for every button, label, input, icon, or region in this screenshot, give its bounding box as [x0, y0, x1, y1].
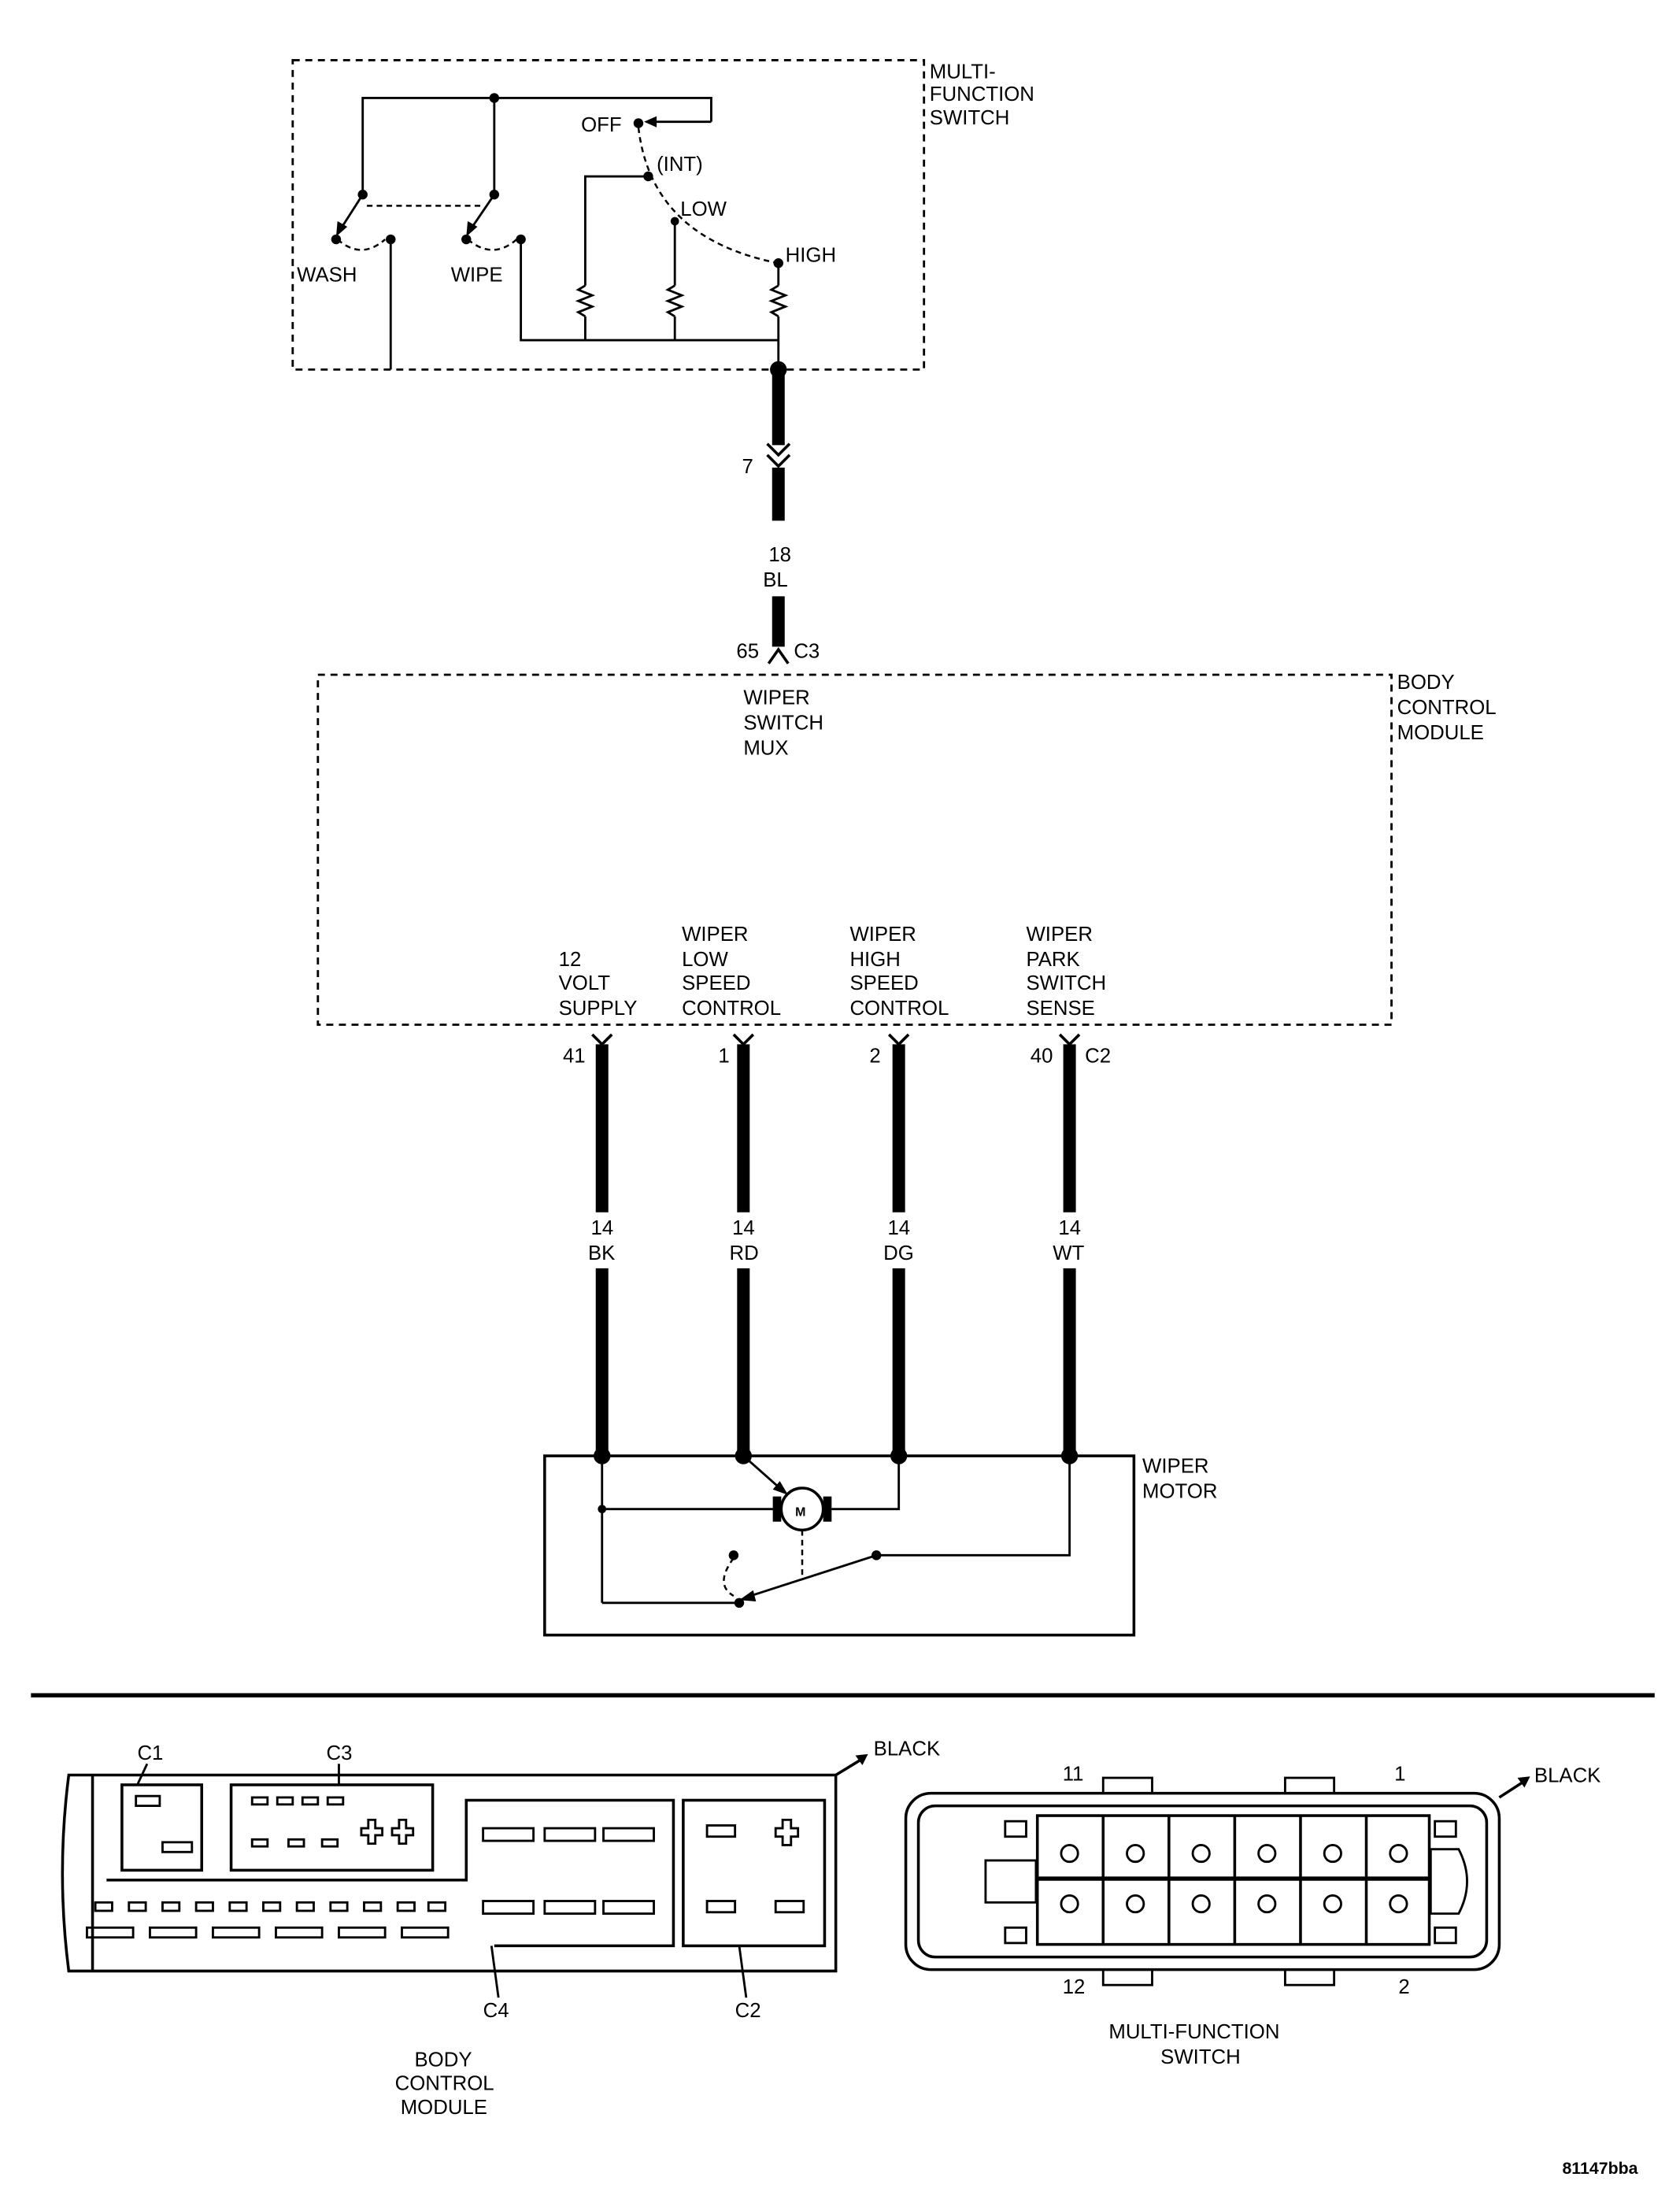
circuit-2-label-line-1: WIPER — [682, 924, 748, 946]
mfs-connector-color: BLACK — [1534, 1764, 1601, 1786]
mux-line-1: WIPER — [743, 687, 809, 709]
wire-2-pin: 1 — [718, 1045, 729, 1067]
circuit-3-label-line-3: SPEED — [849, 972, 918, 994]
wire-3-pin: 2 — [869, 1045, 880, 1067]
bcm-title-line-2: CONTROL — [1397, 697, 1497, 719]
circuit-3-label-line-2: HIGH — [849, 949, 900, 971]
switch-title-line-3: SWITCH — [930, 107, 1010, 129]
wire-4-pin: 40 — [1031, 1045, 1053, 1067]
mfs-name-line-2: SWITCH — [1160, 2046, 1241, 2068]
bcm-name-line-2: CONTROL — [395, 2073, 494, 2095]
main-wire-connector: C3 — [794, 641, 820, 663]
wire-4-gauge: 14 — [1058, 1217, 1081, 1239]
bcm-connector-housing — [61, 1773, 838, 1973]
connector-c2 — [682, 1798, 827, 1948]
wire-2-gauge: 14 — [732, 1217, 755, 1239]
circuit-1-label-line-1: 12 — [559, 949, 582, 971]
circuit-2-label-line-2: LOW — [682, 949, 728, 971]
figure-id: 81147bba — [1562, 2159, 1637, 2178]
position-off-label: OFF — [581, 114, 622, 136]
circuit-4-label-line-4: SENSE — [1026, 998, 1094, 1020]
motor-title-line-1: WIPER — [1142, 1455, 1208, 1477]
circuit-1-label-line-2: VOLT — [559, 972, 611, 994]
splice-label: 7 — [742, 456, 753, 478]
connector-c4-label: C4 — [483, 2000, 509, 2022]
position-high-label: HIGH — [786, 244, 836, 266]
connector-c4 — [106, 1798, 675, 1948]
wire-4-connector: C2 — [1085, 1045, 1111, 1067]
wipe-label: WIPE — [451, 264, 503, 286]
resistor-int — [575, 284, 596, 318]
motor-symbol-letter: M — [795, 1506, 805, 1520]
multi-function-switch: MULTI- FUNCTION SWITCH OFF (INT) LOW HIG… — [291, 59, 1034, 371]
wire-2-color: RD — [730, 1242, 759, 1264]
circuit-2-label-line-4: CONTROL — [682, 998, 781, 1020]
position-int-label: (INT) — [657, 154, 703, 176]
connector-c2-label: C2 — [735, 2000, 761, 2022]
circuit-4-label-line-2: PARK — [1026, 949, 1079, 971]
bcm-title-line-3: MODULE — [1397, 722, 1484, 744]
bcm-boundary — [316, 673, 1393, 1026]
connector-c3-label: C3 — [326, 1742, 352, 1764]
main-wire-color: BL — [763, 569, 788, 591]
bcm-connector-view: BLACK C1 C3 C4 — [61, 1738, 941, 2119]
main-wire-gauge: 18 — [768, 544, 791, 566]
motor-title-line-2: MOTOR — [1142, 1480, 1217, 1502]
mfs-connector-view: BLACK 11 1 12 2 MUL — [904, 1764, 1601, 2068]
wire-1-pin: 41 — [563, 1045, 586, 1067]
circuit-3-label-line-1: WIPER — [849, 924, 916, 946]
output-wires: 41 14 BK 1 14 RD 2 14 DG 40 C2 14 WT — [563, 1033, 1111, 1457]
circuit-2-label-line-3: SPEED — [682, 972, 750, 994]
circuit-3-label-line-4: CONTROL — [849, 998, 949, 1020]
main-wire-bl: 7 18 BL 65 C3 — [736, 361, 820, 665]
connector-c1 — [120, 1783, 204, 1872]
main-wire-pin: 65 — [736, 641, 759, 663]
resistor-low — [664, 284, 685, 318]
position-low-label: LOW — [680, 198, 727, 220]
connector-c1-label: C1 — [137, 1742, 163, 1764]
wire-3-gauge: 14 — [887, 1217, 910, 1239]
switch-title-line-2: FUNCTION — [930, 83, 1034, 106]
switch-boundary — [291, 59, 926, 371]
body-control-module: BODY CONTROL MODULE WIPER SWITCH MUX 12 … — [316, 672, 1497, 1026]
wire-1-color: BK — [588, 1242, 615, 1264]
bcm-connector-color: BLACK — [874, 1738, 941, 1760]
bcm-name-line-1: BODY — [414, 2049, 472, 2071]
connector-c3 — [229, 1783, 435, 1872]
mfs-name-line-1: MULTI-FUNCTION — [1108, 2021, 1279, 2043]
resistor-high — [768, 284, 789, 318]
pin-11-label: 11 — [1063, 1764, 1084, 1786]
motor-boundary — [543, 1454, 1136, 1637]
circuit-4-label-line-1: WIPER — [1026, 924, 1092, 946]
wire-3-color: DG — [883, 1242, 914, 1264]
pin-1-label: 1 — [1394, 1764, 1405, 1786]
mux-line-2: SWITCH — [743, 712, 823, 734]
bcm-name-line-3: MODULE — [401, 2097, 487, 2119]
circuit-1-label-line-3: SUPPLY — [559, 998, 638, 1020]
wiper-motor: WIPER MOTOR M — [543, 1447, 1217, 1637]
wire-1-gauge: 14 — [591, 1217, 614, 1239]
mux-line-3: MUX — [743, 737, 788, 759]
wire-4-color: WT — [1053, 1242, 1084, 1264]
pin-12-label: 12 — [1063, 1976, 1086, 1998]
wash-label: WASH — [297, 264, 357, 286]
pin-2-label: 2 — [1398, 1976, 1409, 1998]
circuit-4-label-line-3: SWITCH — [1026, 972, 1106, 994]
mfs-connector-housing — [904, 1791, 1501, 1971]
bcm-title-line-1: BODY — [1397, 672, 1455, 694]
switch-title-line-1: MULTI- — [930, 61, 996, 83]
